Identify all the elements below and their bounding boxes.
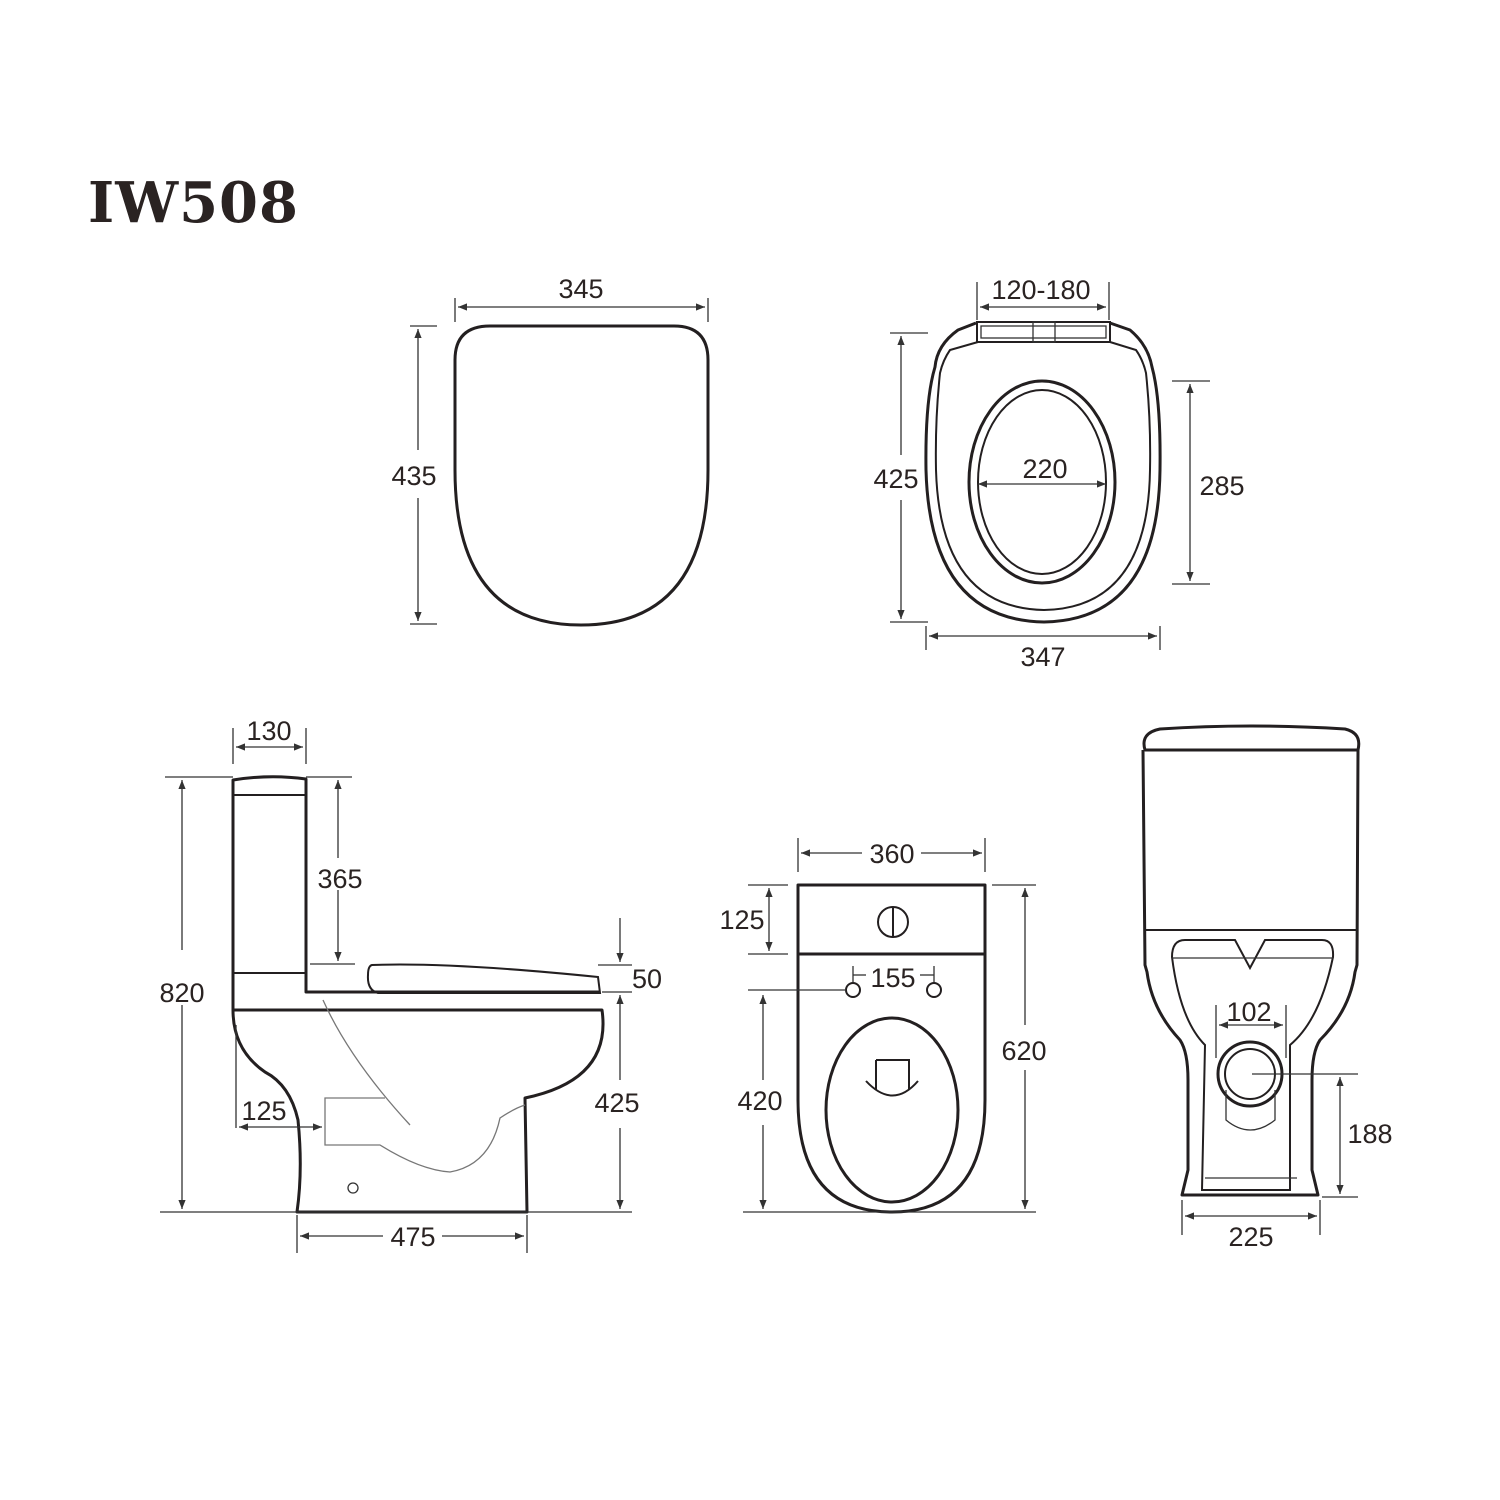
outlet-height-label: 188	[1347, 1119, 1392, 1149]
seat-top-view: 120-180 425 220 285 347	[873, 275, 1244, 672]
seat-length-label: 425	[873, 464, 918, 494]
outlet-diameter-label: 102	[1226, 997, 1271, 1027]
side-view: 130 820 365 50 425 125 475	[159, 716, 662, 1253]
base-width-label: 225	[1228, 1222, 1273, 1252]
top-length-label: 620	[1001, 1036, 1046, 1066]
seat-width-label: 347	[1020, 642, 1065, 672]
opening-length-label: 285	[1199, 471, 1244, 501]
total-height-label: 820	[159, 978, 204, 1008]
top-tank-depth-label: 125	[719, 905, 764, 935]
fixing-spacing-label: 155	[870, 963, 915, 993]
fixing-to-front-label: 420	[737, 1086, 782, 1116]
opening-width-label: 220	[1022, 454, 1067, 484]
top-width-label: 360	[869, 839, 914, 869]
top-view: 360 125 155 420 620	[719, 838, 1047, 1214]
hinge-spacing-label: 120-180	[991, 275, 1090, 305]
seat-thickness-label: 50	[632, 964, 662, 994]
seat-height-label: 425	[594, 1088, 639, 1118]
base-length-label: 475	[390, 1222, 435, 1252]
lid-width-label: 345	[558, 274, 603, 304]
outlet-setback-label: 125	[241, 1096, 286, 1126]
tank-height-label: 365	[317, 864, 362, 894]
back-view: 102 188 225	[1141, 724, 1393, 1252]
model-title: IW508	[88, 170, 299, 236]
lid-top-view: 345 435	[391, 274, 710, 627]
lid-height-label: 435	[391, 461, 436, 491]
tank-depth-label: 130	[246, 716, 291, 746]
